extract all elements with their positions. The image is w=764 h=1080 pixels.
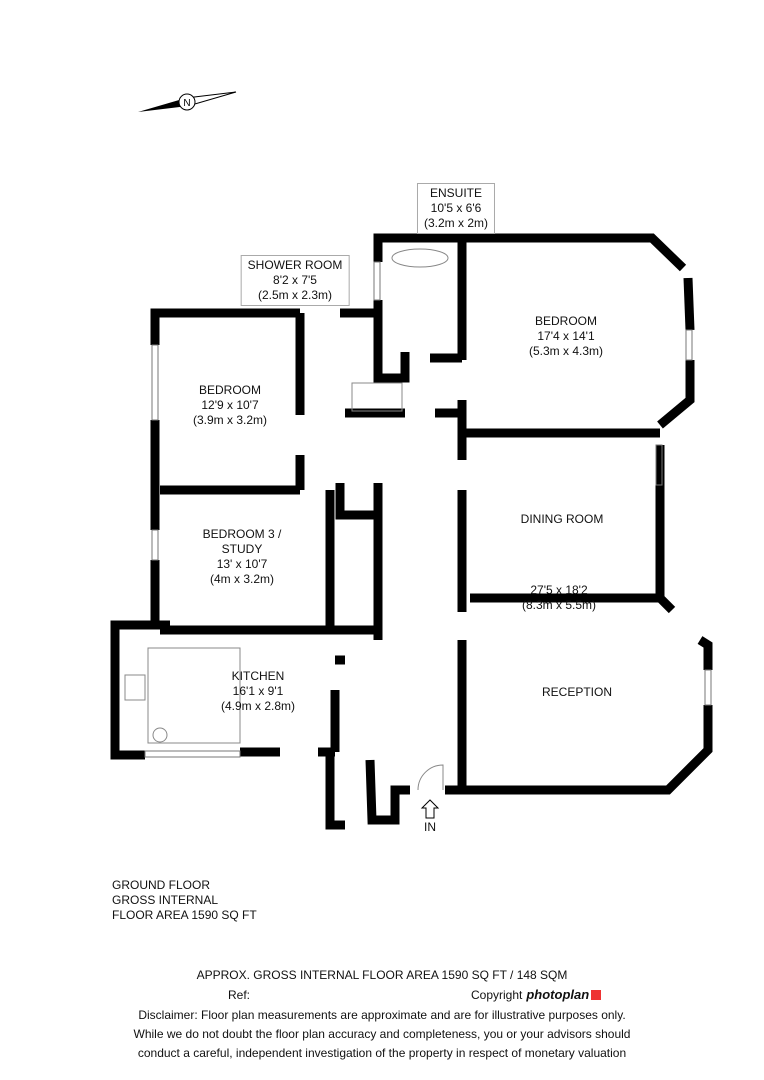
- disclaimer-line-2: While we do not doubt the floor plan acc…: [133, 1027, 631, 1041]
- disclaimer-line-1: Disclaimer: Floor plan measurements are …: [138, 1008, 626, 1022]
- fixtures: [124, 248, 449, 791]
- photoplan-logo: photoplan: [526, 987, 590, 1002]
- photoplan-logo-icon: [591, 990, 602, 1000]
- room-dimensions-reception: 27'5 x 18'2(8.3m x 5.5m): [521, 583, 597, 612]
- sink-icon: [152, 727, 168, 743]
- footer-ref: Ref:: [228, 988, 251, 1002]
- room-label-dining-room: DINING ROOM: [520, 512, 604, 526]
- floor-plan: N: [110, 91, 713, 830]
- shower-tray-icon: [351, 382, 403, 412]
- entrance-door-icon: [417, 764, 444, 791]
- room-label-reception: RECEPTION: [541, 685, 613, 699]
- hob-icon: [124, 674, 146, 701]
- entrance-label: IN: [424, 820, 436, 834]
- windows: [144, 261, 712, 758]
- compass-icon: N: [138, 91, 237, 112]
- entrance-arrow-icon: [420, 799, 440, 819]
- compass-label: N: [183, 98, 190, 109]
- copyright-text: Copyright: [471, 988, 523, 1002]
- footer-area: APPROX. GROSS INTERNAL FLOOR AREA 1590 S…: [196, 968, 568, 982]
- bath-icon: [391, 248, 449, 268]
- disclaimer-line-3: conduct a careful, independent investiga…: [137, 1046, 627, 1060]
- kitchen-counter: [147, 647, 241, 744]
- walls: [110, 233, 713, 830]
